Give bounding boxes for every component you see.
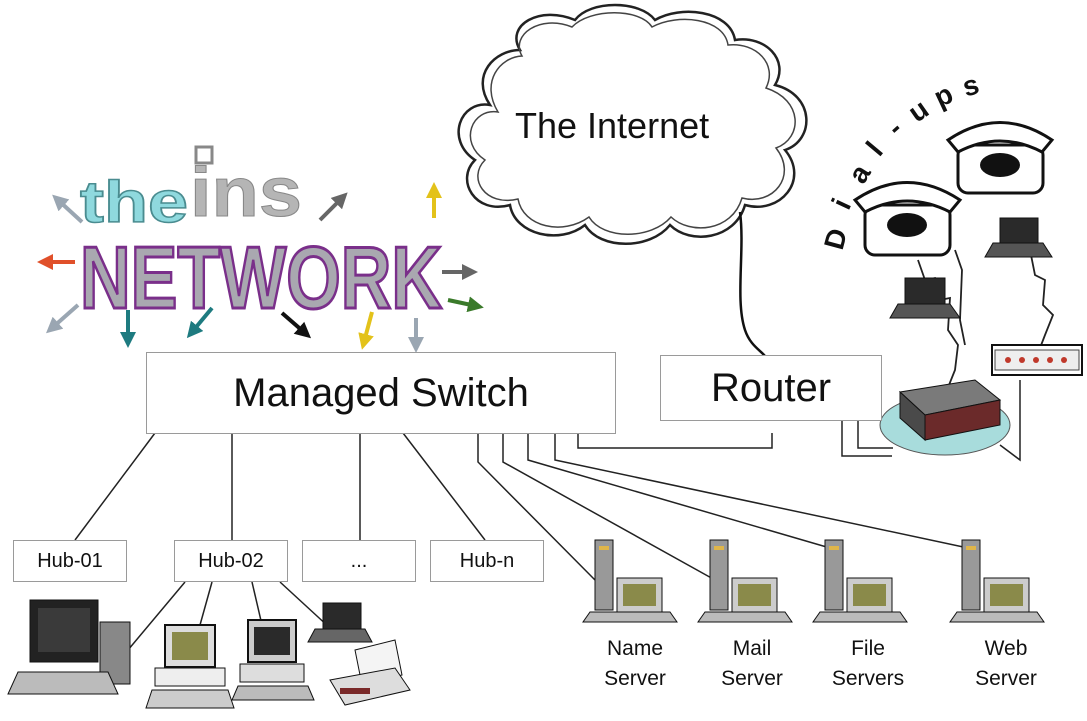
server-label-line: Web (984, 637, 1028, 660)
desktop-pc-icon (231, 619, 315, 701)
internet-label: The Internet (515, 105, 710, 146)
access-server-icon (879, 379, 1011, 456)
logo-the-word: the (80, 170, 188, 235)
telephone-icon (945, 121, 1055, 195)
internet-uplink-cable (738, 211, 766, 357)
switch-links (74, 380, 1021, 651)
name-server-label: Name Server (585, 634, 685, 694)
web-server-label: Web Server (956, 634, 1056, 694)
printer-icon (329, 639, 411, 706)
router: Router (660, 355, 882, 421)
desktop-pc-icon (145, 624, 235, 709)
hub-ellipsis: ... (302, 540, 416, 582)
server-icon (812, 539, 908, 623)
server-label-line: Server (604, 667, 666, 690)
ins-network-logo: ins the NETWORK (79, 145, 444, 329)
laptop-icon (889, 277, 961, 319)
logo-network-word: NETWORK (80, 228, 442, 327)
telephone-icon (852, 181, 963, 257)
modem-bank-icon (991, 344, 1083, 376)
server-label-line: Server (975, 667, 1037, 690)
server-label-line: File (851, 637, 885, 660)
laptop-icon (307, 602, 373, 643)
mail-server-label: Mail Server (702, 634, 802, 694)
router-label: Router (710, 365, 832, 410)
server-icon (949, 539, 1045, 623)
logo-ins-word: ins (190, 153, 302, 231)
managed-switch: Managed Switch (146, 352, 616, 434)
server-label-line: Name (606, 637, 664, 660)
laptop-icon (984, 217, 1053, 258)
hub-01: Hub-01 (13, 540, 127, 582)
server-label-line: Mail (732, 637, 772, 660)
internet-cloud (457, 3, 808, 245)
managed-switch-label: Managed Switch (233, 370, 529, 415)
server-icon (582, 539, 678, 623)
hub-label: Hub-n (459, 549, 515, 572)
server-label-line: Servers (831, 667, 905, 690)
server-label-line: Server (721, 667, 783, 690)
hub-label: Hub-02 (198, 549, 264, 572)
file-servers-label: File Servers (818, 634, 918, 694)
hub-02: Hub-02 (174, 540, 288, 582)
hub-label: Hub-01 (37, 549, 103, 572)
server-icon (697, 539, 793, 623)
desktop-pc-icon (7, 599, 131, 695)
logo-arrows (37, 182, 484, 353)
hub-n: Hub-n (430, 540, 544, 582)
hub-label: ... (350, 549, 368, 572)
